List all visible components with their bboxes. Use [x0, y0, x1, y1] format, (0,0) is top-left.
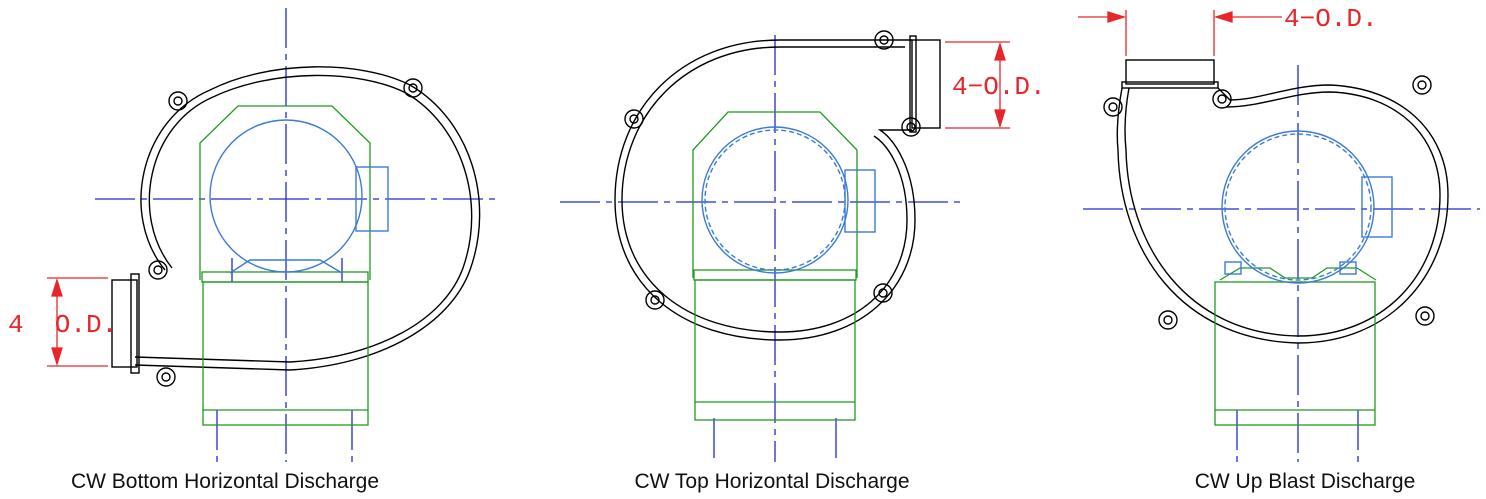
motor-mount-frame	[1214, 267, 1377, 426]
dimension-outlet	[1078, 10, 1282, 56]
motor	[1221, 130, 1393, 284]
dimension-outlet	[945, 41, 1010, 129]
caption-cw-bottom-horizontal: CW Bottom Horizontal Discharge	[70, 470, 380, 493]
caption-cw-top-horizontal: CW Top Horizontal Discharge	[634, 470, 910, 493]
dimension-outlet	[47, 277, 108, 367]
motor	[209, 119, 389, 274]
view-cw-up-blast: 4−O.D.	[1078, 4, 1480, 462]
motor	[701, 126, 876, 274]
dimension-label: 4−O.D.	[952, 72, 1046, 102]
centerlines	[95, 8, 500, 462]
view-cw-bottom-horizontal: 4 O.D.	[8, 8, 500, 462]
motor-mount-frame	[199, 105, 371, 426]
blower-housing	[614, 30, 941, 341]
centerlines	[560, 35, 965, 462]
caption-cw-up-blast: CW Up Blast Discharge	[1194, 470, 1416, 493]
motor-mount-frame	[692, 111, 858, 421]
dimension-label: 4−O.D.	[1284, 4, 1378, 34]
view-cw-top-horizontal: 4−O.D.	[560, 30, 1046, 462]
blower-housing	[111, 66, 481, 387]
dimension-label: 4 O.D.	[8, 310, 117, 340]
centerlines	[1083, 65, 1480, 462]
blower-housing	[1103, 59, 1449, 344]
